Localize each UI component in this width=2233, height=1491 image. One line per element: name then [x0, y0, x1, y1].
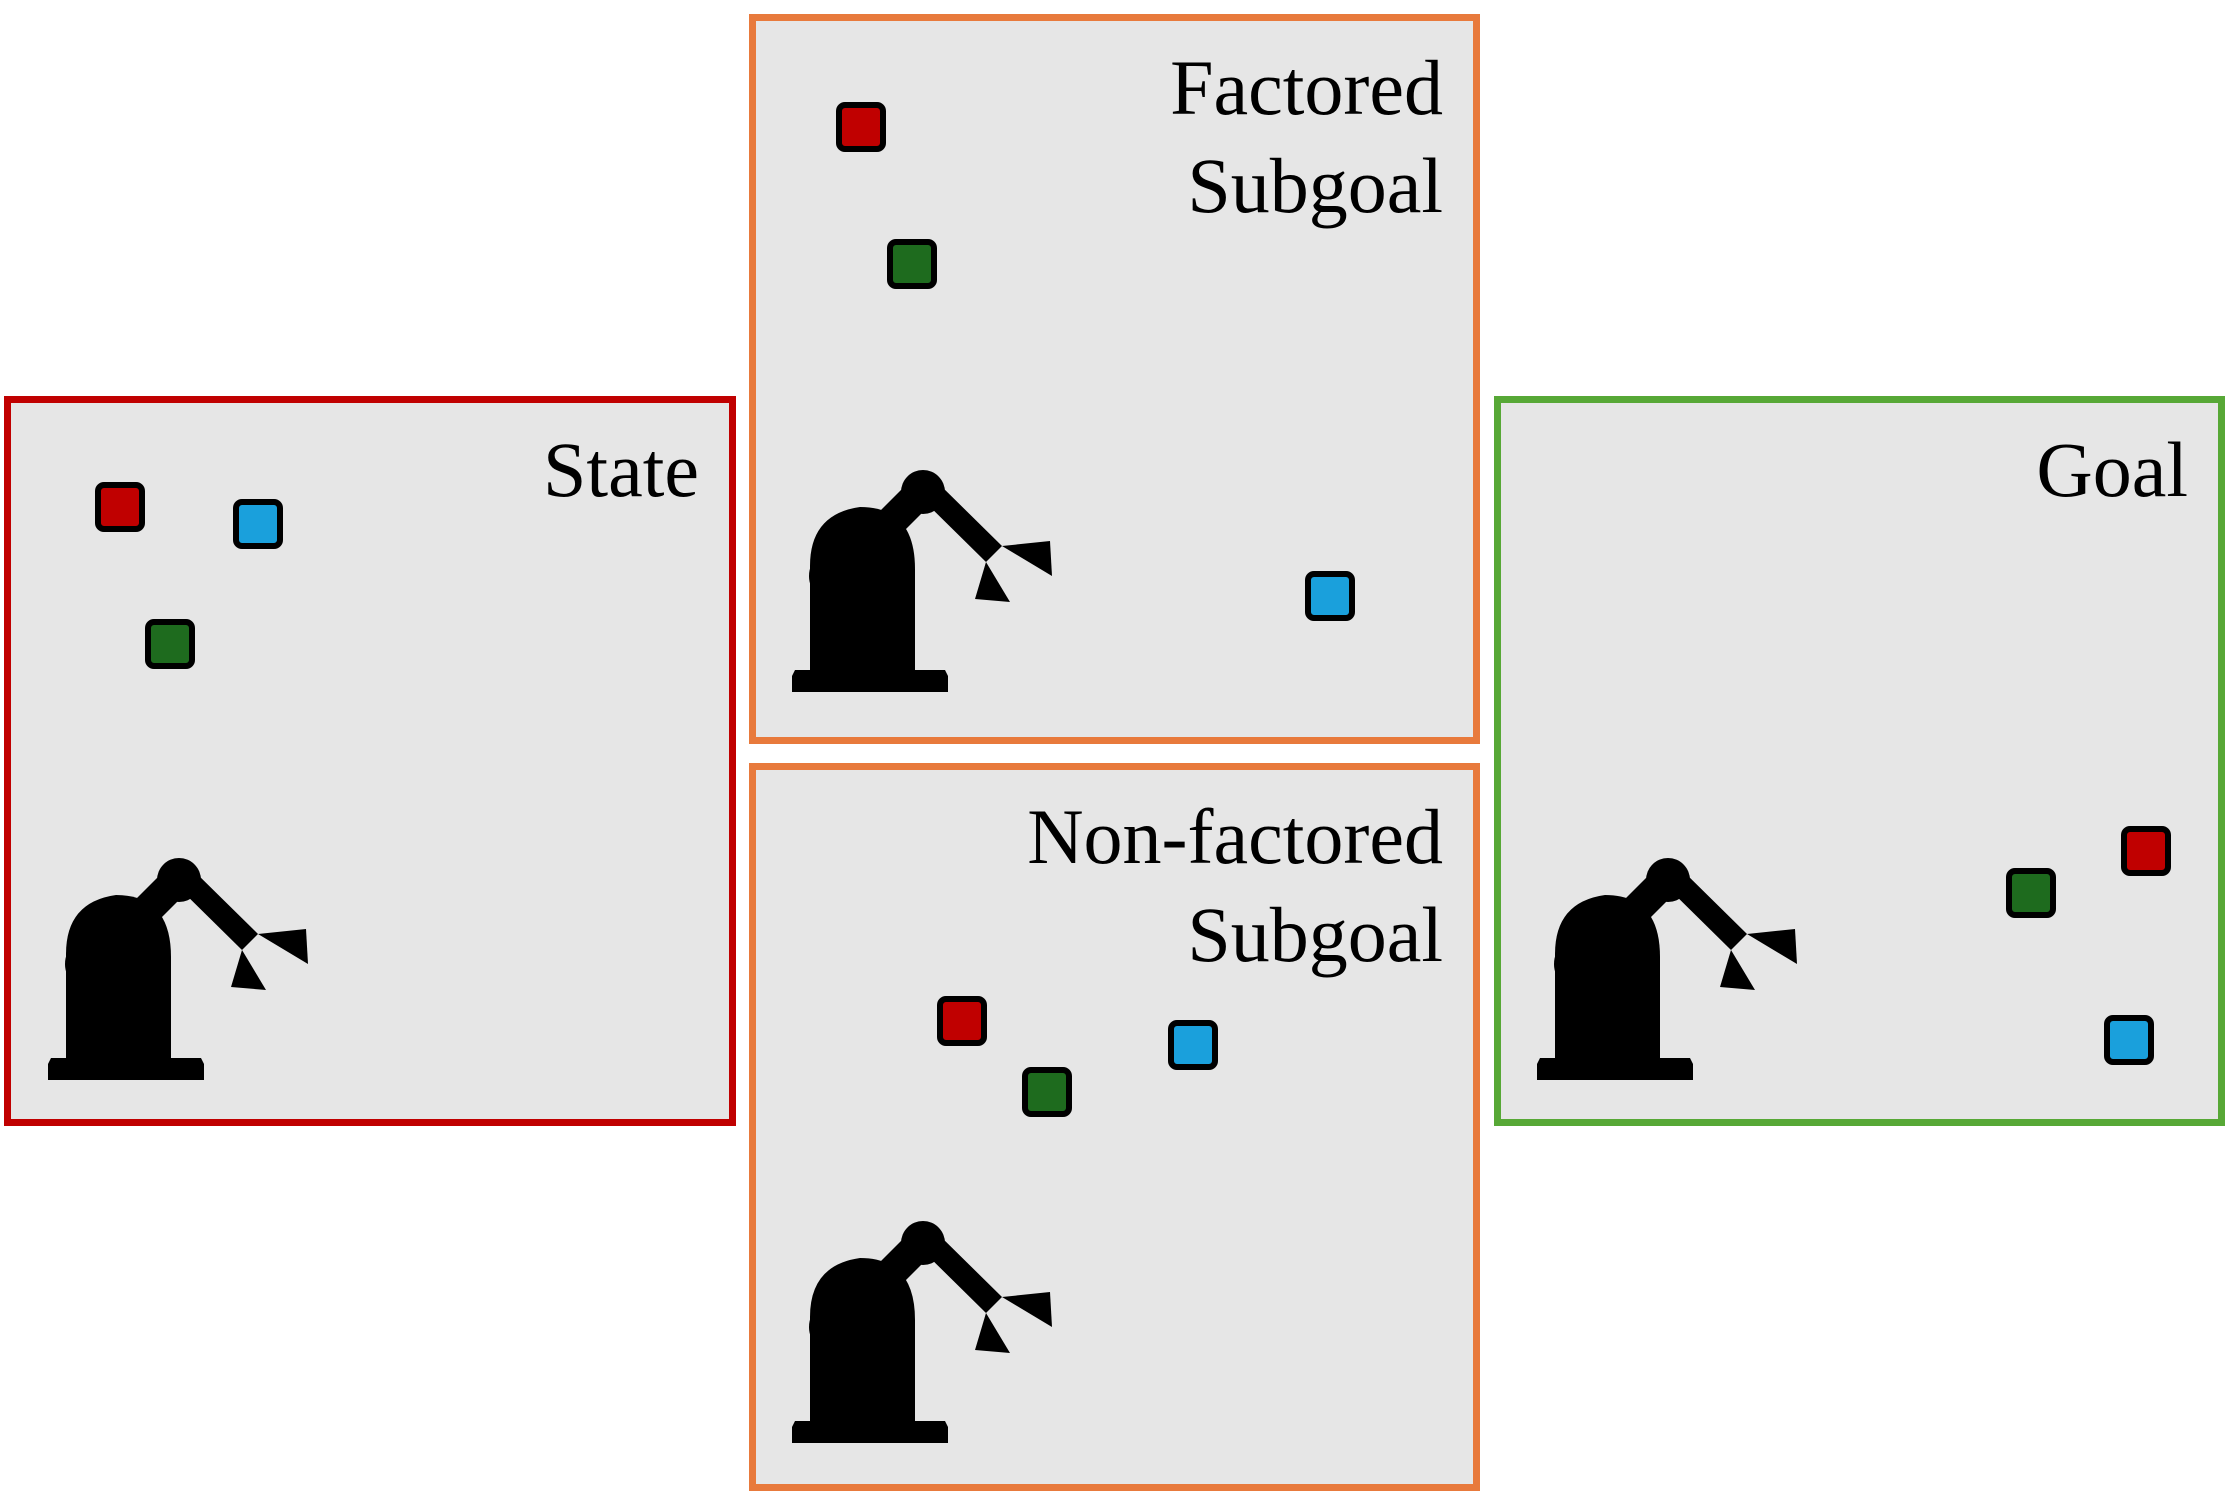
goal-title: Goal	[2036, 426, 2188, 513]
robot-arm-icon	[48, 858, 308, 1080]
robot-arm-icon	[792, 1221, 1052, 1443]
blue-block	[233, 499, 283, 549]
factored-subgoal-title: Factored Subgoal	[1170, 39, 1443, 235]
red-block	[937, 996, 987, 1046]
red-block	[95, 482, 145, 532]
green-block	[1022, 1067, 1072, 1117]
red-block	[836, 102, 886, 152]
nonfactored-subgoal-title: Non-factored Subgoal	[1027, 788, 1443, 984]
green-block	[2006, 868, 2056, 918]
factored-subgoal-panel: Factored Subgoal	[749, 14, 1480, 744]
blue-block	[1168, 1020, 1218, 1070]
red-block	[2121, 826, 2171, 876]
nonfactored-subgoal-title-line1: Non-factored	[1027, 793, 1443, 880]
blue-block	[1305, 571, 1355, 621]
state-panel: State	[4, 396, 736, 1126]
factored-subgoal-title-line1: Factored	[1170, 44, 1443, 131]
blue-block	[2104, 1015, 2154, 1065]
goal-panel: Goal	[1494, 396, 2225, 1126]
robot-arm-icon	[792, 470, 1052, 692]
state-title: State	[543, 426, 699, 513]
green-block	[887, 239, 937, 289]
nonfactored-subgoal-title-line2: Subgoal	[1187, 891, 1443, 978]
robot-arm-icon	[1537, 858, 1797, 1080]
green-block	[145, 619, 195, 669]
factored-subgoal-title-line2: Subgoal	[1187, 142, 1443, 229]
nonfactored-subgoal-panel: Non-factored Subgoal	[749, 763, 1480, 1491]
